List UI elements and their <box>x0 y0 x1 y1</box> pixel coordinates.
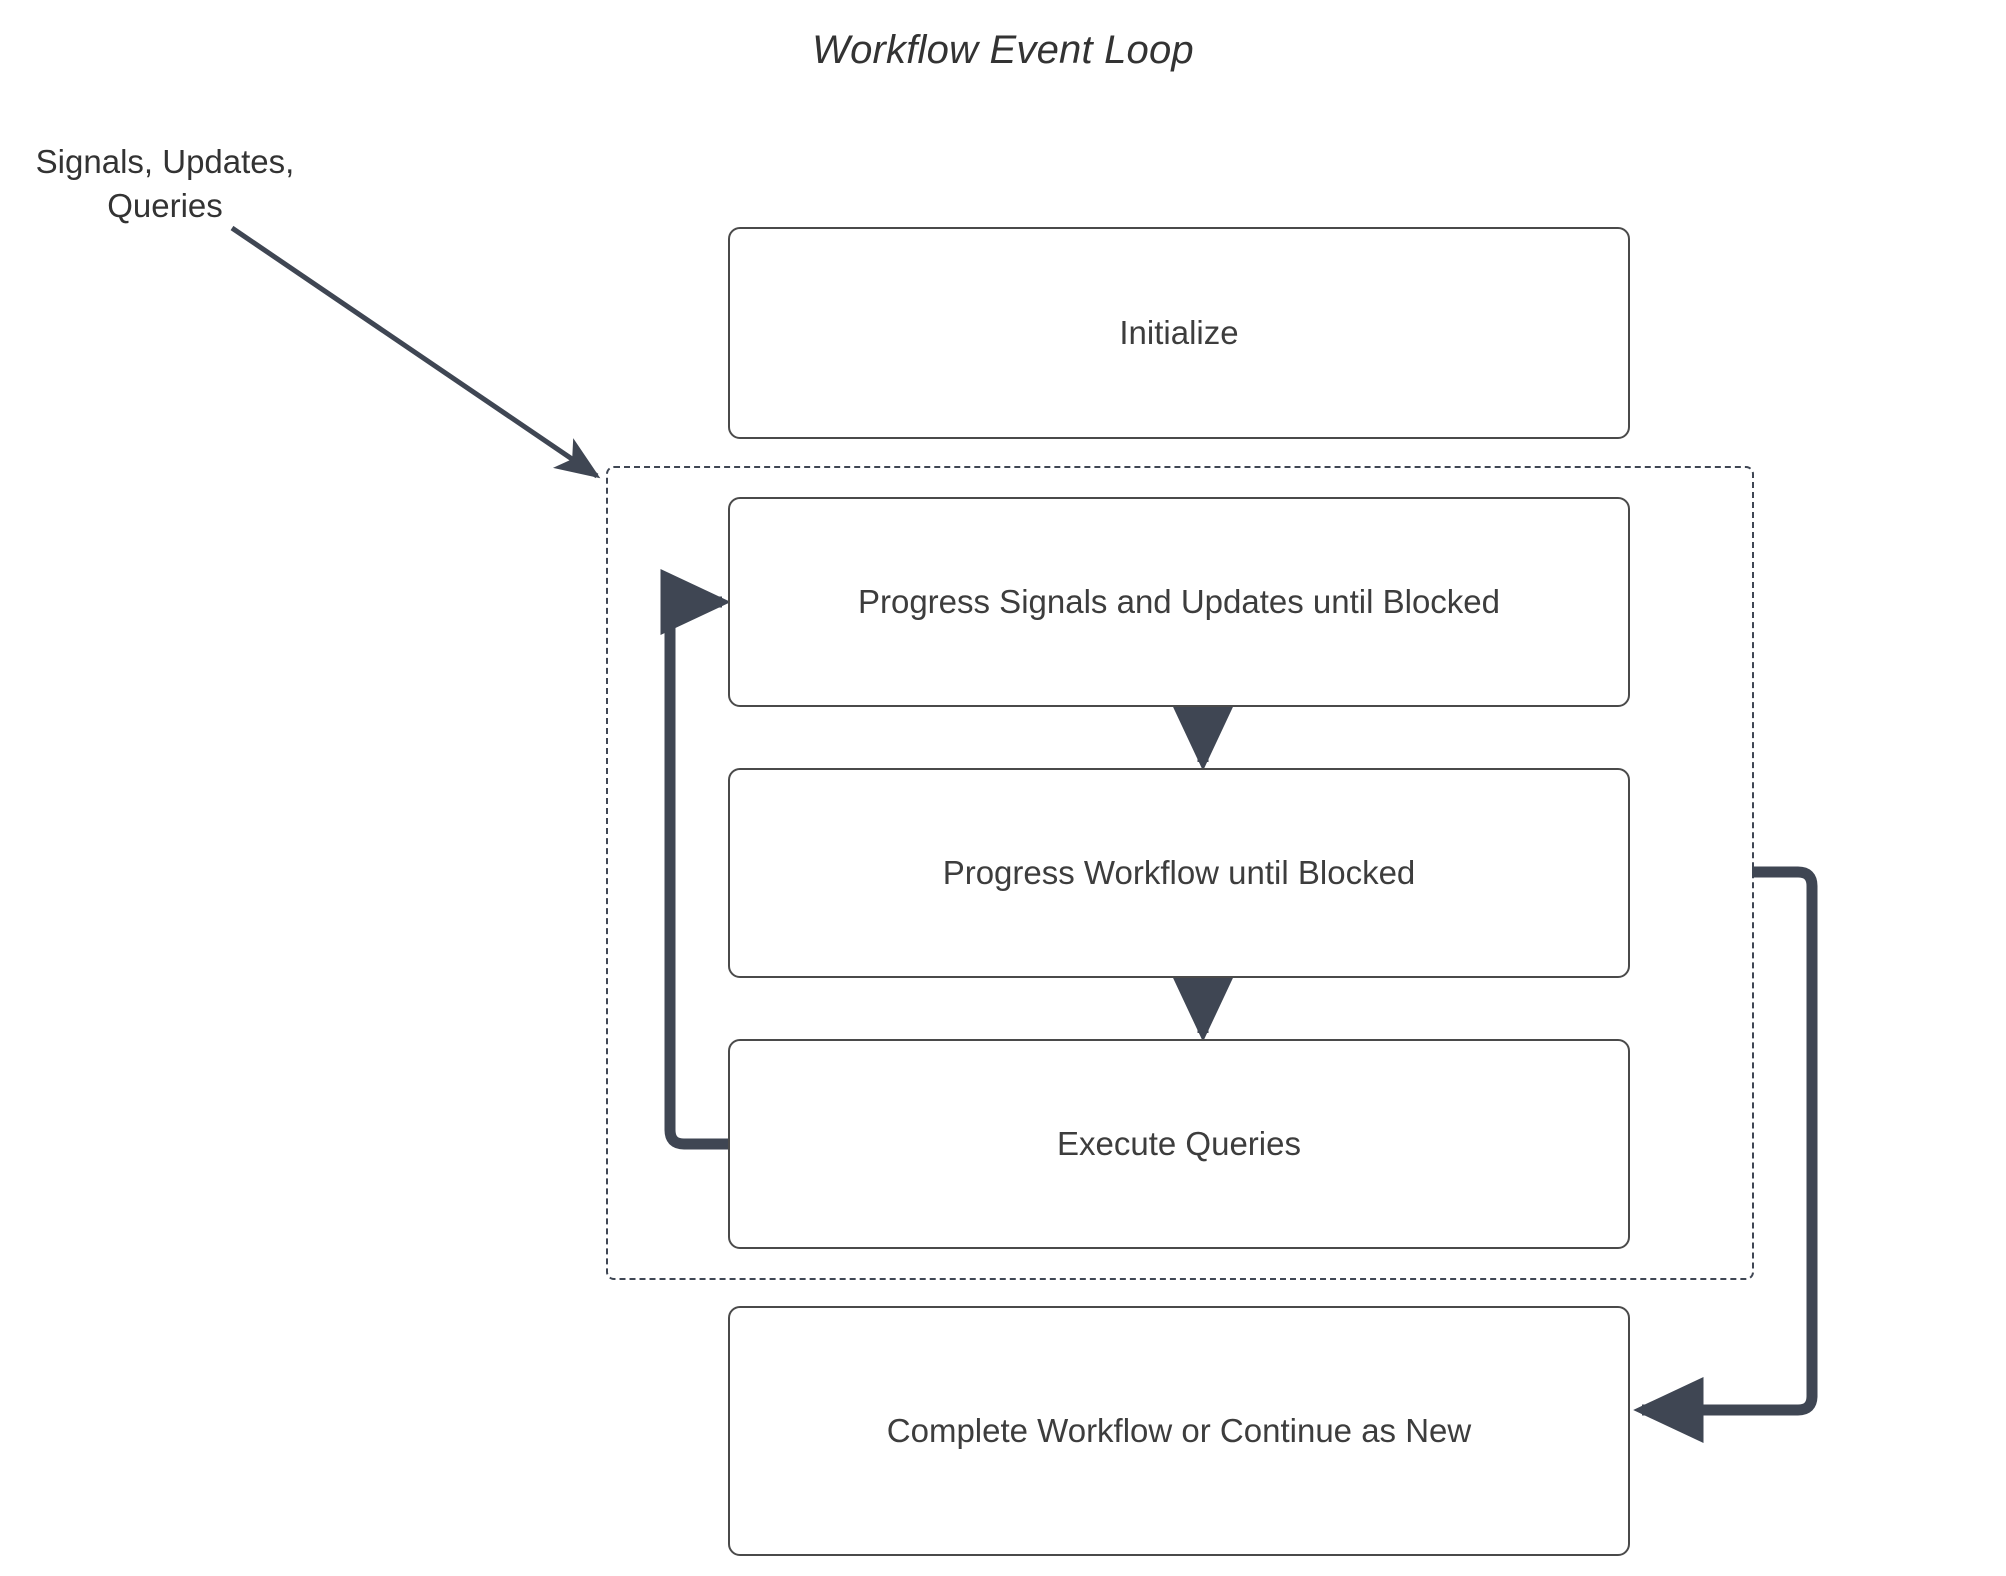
edge-signals-to-loop <box>230 225 601 479</box>
node-execute-queries-label: Execute Queries <box>1057 1125 1301 1162</box>
external-input-label-line1: Signals, Updates, <box>35 143 295 180</box>
node-progress-signals-label: Progress Signals and Updates until Block… <box>857 583 1501 620</box>
event-loop-region <box>606 466 1754 1280</box>
node-progress-workflow-label: Progress Workflow until Blocked <box>942 854 1416 891</box>
node-initialize-label: Initialize <box>1119 314 1239 351</box>
external-input-label-line2: Queries <box>107 187 223 224</box>
node-progress-workflow[interactable]: Progress Workflow until Blocked <box>728 768 1630 978</box>
external-input-label: Signals, Updates, Queries <box>20 140 310 228</box>
node-complete-workflow-label: Complete Workflow or Continue as New <box>886 1412 1472 1449</box>
node-execute-queries[interactable]: Execute Queries <box>728 1039 1630 1249</box>
page-title: Workflow Event Loop <box>812 28 1194 72</box>
node-progress-signals[interactable]: Progress Signals and Updates until Block… <box>728 497 1630 707</box>
node-complete-workflow[interactable]: Complete Workflow or Continue as New <box>728 1306 1630 1556</box>
node-initialize[interactable]: Initialize <box>728 227 1630 439</box>
